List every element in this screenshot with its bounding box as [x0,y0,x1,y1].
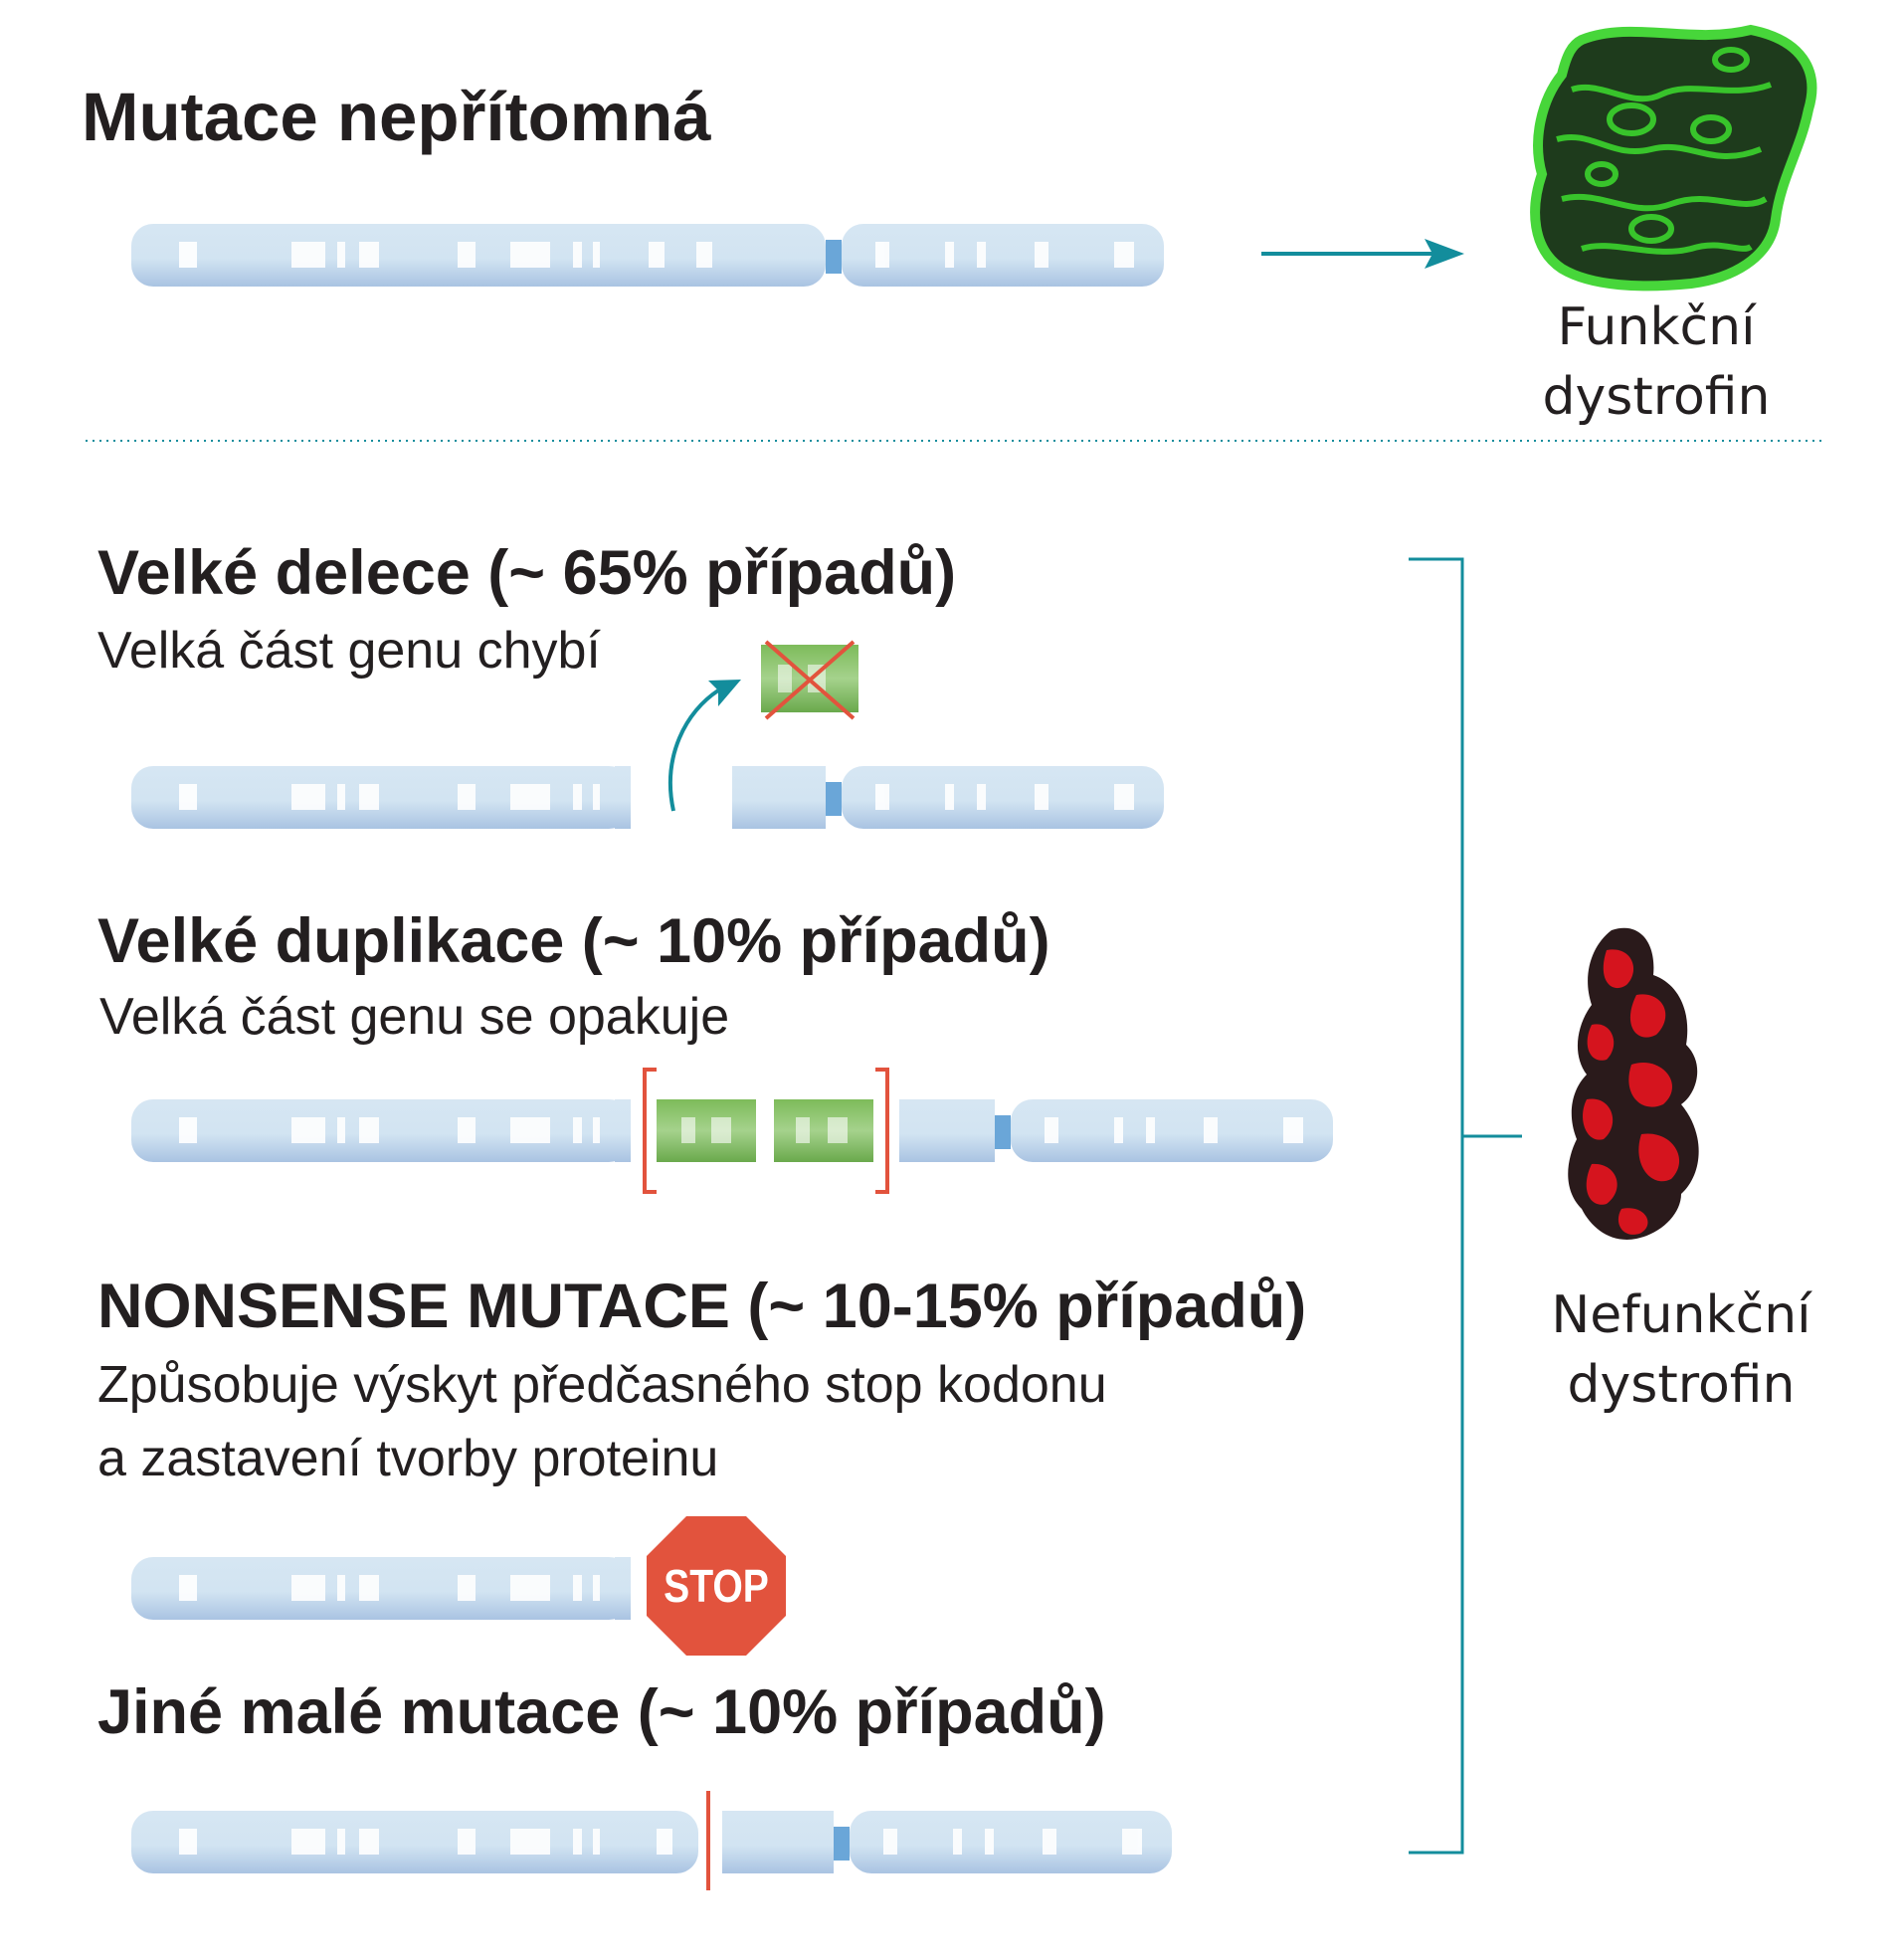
functional-label-line1: Funkční [1557,297,1756,357]
chromosome-nonsense [131,1557,631,1620]
nonsense-title: NONSENSE MUTACE (~ 10-15% případů) [97,1272,1307,1341]
duplicated-segment-2 [774,1099,873,1162]
centromere [826,240,842,274]
duplication-bracket-right [875,1068,889,1194]
small-mutations-title: Jiné malé mutace (~ 10% případů) [97,1677,1106,1747]
grouping-bracket [1409,557,1464,1855]
duplicated-segment-1 [657,1099,756,1162]
functional-dystrophin-icon [1530,24,1817,292]
no-mutation-title: Mutace nepřítomná [82,79,711,155]
deletion-title: Velké delece (~ 65% případů) [97,538,957,608]
chromosome-duplication [131,1068,1333,1194]
functional-dystrophin-label: Funkční dystrofin [1502,293,1810,432]
duplication-title: Velké duplikace (~ 10% případů) [97,906,1050,976]
duplication-bracket-left [643,1068,657,1194]
duplication-description: Velká část genu se opakuje [99,988,730,1046]
deletion-curved-arrow [667,688,720,812]
deleted-segment [761,640,858,720]
deletion-description: Velká část genu chybí [97,622,601,680]
arrow-head-icon [1425,239,1464,269]
deletion-arrow-head-icon [708,680,741,706]
stop-sign: STOP [645,1514,788,1658]
nonfunctional-dystrophin-icon [1568,927,1699,1240]
nonfunctional-dystrophin-label: Nefunkční dystrofin [1522,1280,1840,1420]
chromosome-deletion [131,640,1164,829]
nonsense-description-line1: Způsobuje výskyt předčasného stop kodonu [97,1356,1107,1414]
nonfunctional-label-line1: Nefunkční [1551,1285,1811,1345]
stop-sign-octagon [647,1516,786,1656]
nonsense-description-line2: a zastavení tvorby proteinu [97,1430,719,1487]
chromosome-normal [131,224,1164,287]
chromosome-small-mutation [131,1791,1172,1890]
nonfunctional-label-line2: dystrofin [1567,1355,1796,1415]
functional-label-line2: dystrofin [1542,367,1771,427]
stop-sign-label: STOP [664,1560,769,1612]
arrow-to-functional [1261,239,1464,269]
